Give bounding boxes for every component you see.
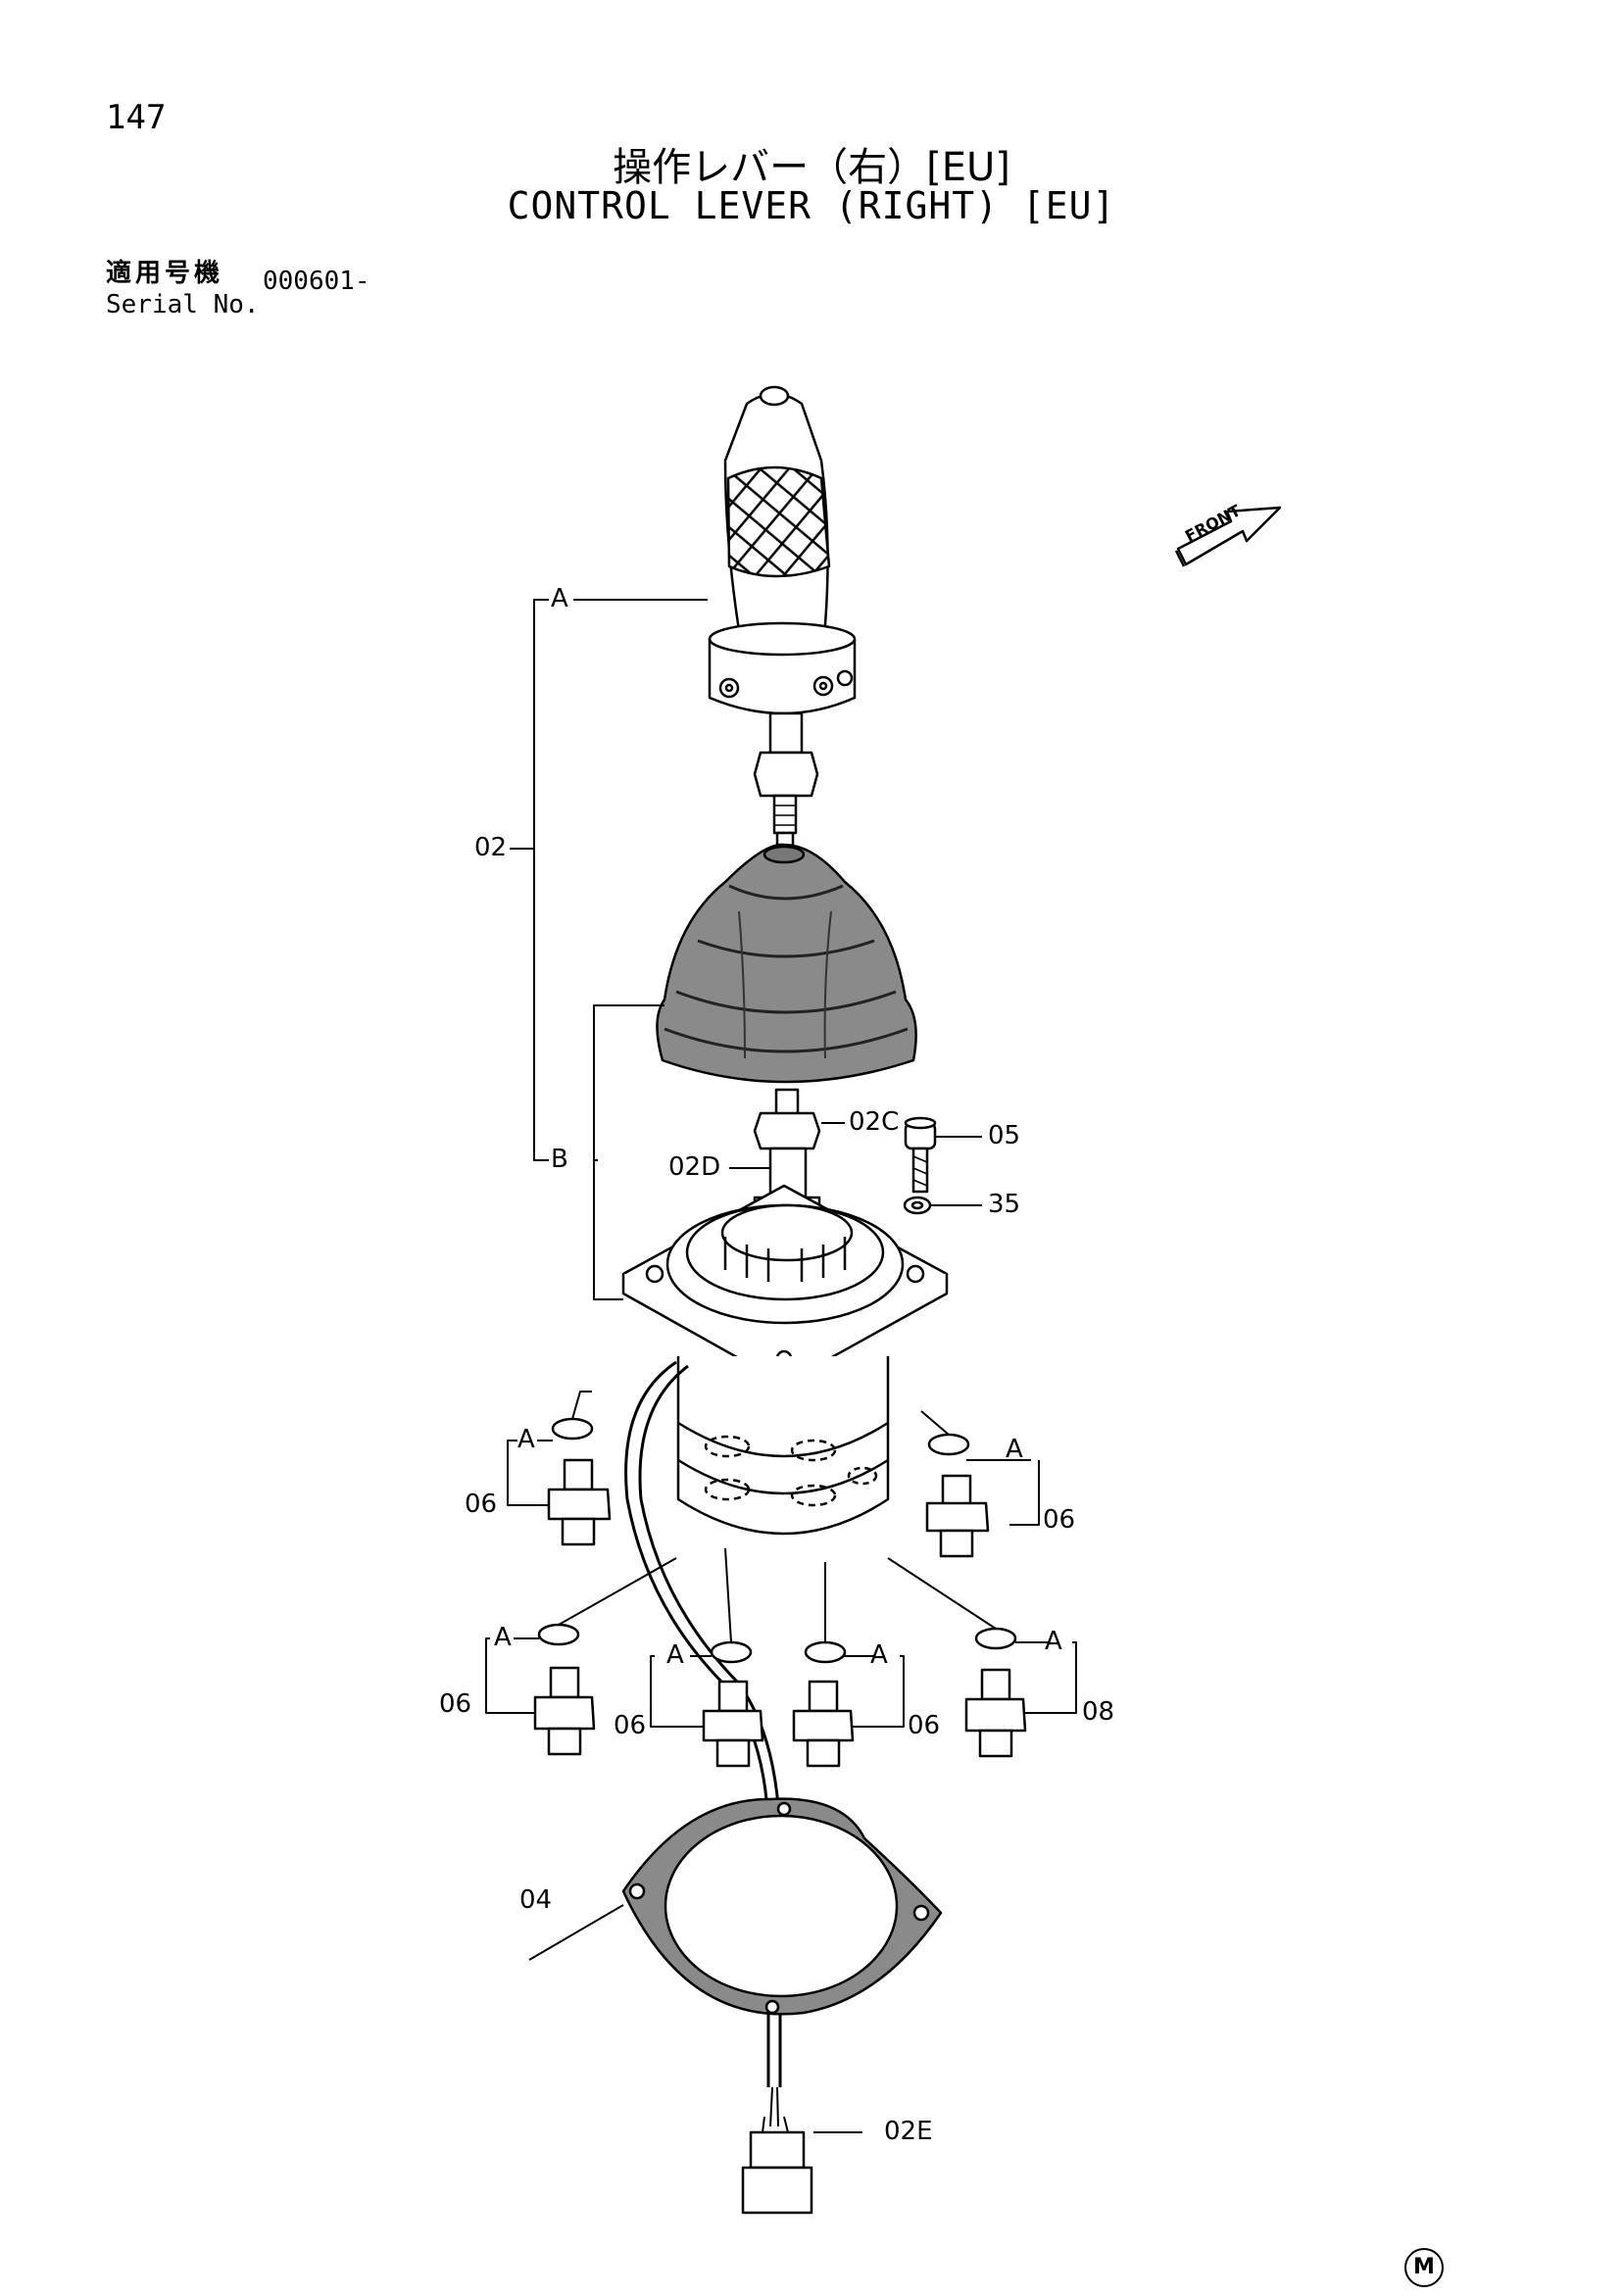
valve-body — [621, 1184, 949, 1536]
callout-06: 06 — [1043, 1505, 1076, 1535]
corner-mark: M — [1404, 2248, 1444, 2287]
callout-06: 06 — [614, 1711, 647, 1740]
wire-harness — [624, 1360, 813, 2215]
page-title-english: CONTROL LEVER (RIGHT) [EU] — [507, 184, 1116, 227]
callout-a-ring: A — [1045, 1627, 1062, 1656]
callout-06: 06 — [439, 1689, 472, 1719]
page-title-japanese: 操作レバー（右）[EU] — [613, 145, 1010, 190]
leader-lines — [485, 599, 1077, 2133]
callout-06: 06 — [908, 1711, 941, 1740]
callout-a-ring: A — [870, 1640, 888, 1670]
callout-04: 04 — [519, 1885, 553, 1915]
callout-02: 02 — [474, 833, 508, 862]
bolt-and-washer — [903, 1116, 937, 1215]
callout-02d: 02D — [668, 1152, 721, 1182]
callout-02c: 02C — [849, 1107, 900, 1137]
port-fittings — [533, 1417, 1027, 1768]
callout-a-ring: A — [517, 1425, 535, 1454]
callout-05: 05 — [988, 1121, 1021, 1150]
callout-35: 35 — [988, 1190, 1021, 1219]
gasket — [621, 1797, 943, 2016]
front-direction-arrow — [1174, 506, 1282, 567]
serial-label-japanese: 適用号機 — [106, 259, 224, 288]
callout-a-ring: A — [666, 1640, 684, 1670]
serial-label-english: Serial No. — [106, 290, 260, 319]
callout-a-ring: A — [1006, 1435, 1023, 1464]
lever-grip — [708, 385, 857, 874]
callout-b-bracket: B — [551, 1145, 568, 1174]
callout-08: 08 — [1082, 1697, 1115, 1727]
page-number: 147 — [106, 98, 167, 137]
callout-02e: 02E — [884, 2117, 933, 2146]
callout-a-bracket: A — [551, 584, 568, 613]
callout-a-ring: A — [494, 1623, 512, 1652]
serial-number-value: 000601- — [263, 267, 370, 296]
rubber-boot — [656, 843, 917, 1084]
callout-06: 06 — [465, 1490, 498, 1519]
